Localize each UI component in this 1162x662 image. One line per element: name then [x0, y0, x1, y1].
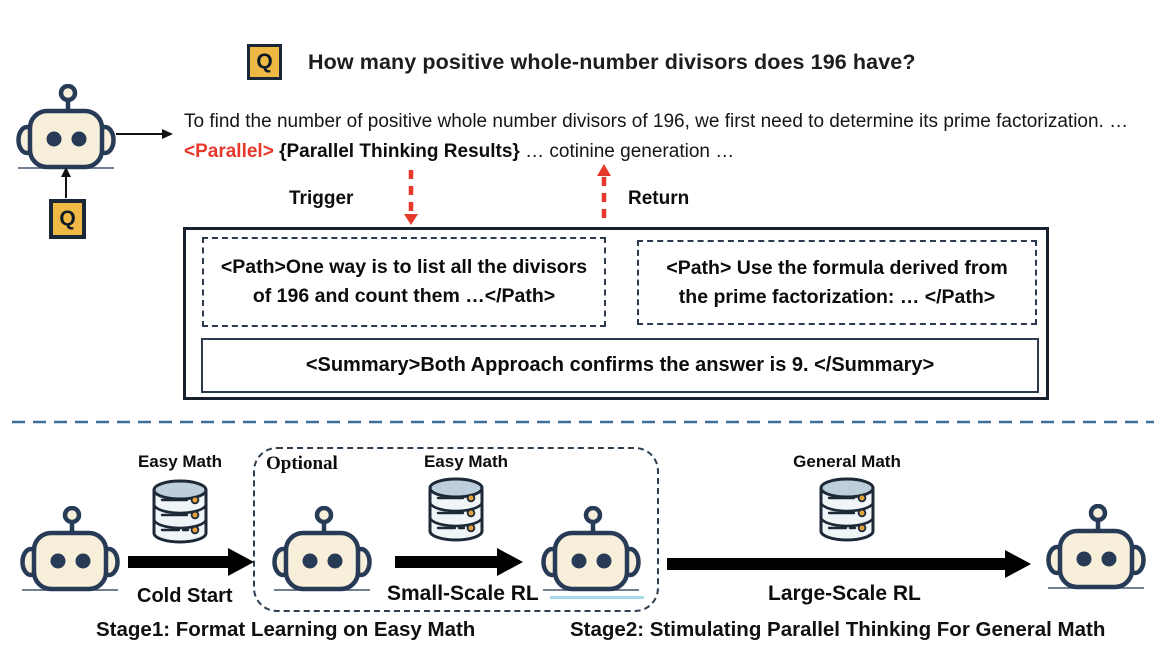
robot-highlight-line: [550, 596, 644, 599]
return-dashed-arrow-icon: [597, 164, 611, 225]
cold-start-label: Cold Start: [137, 585, 233, 607]
optional-label: Optional: [266, 453, 338, 474]
large-scale-arrow-icon: [667, 550, 1031, 578]
answer-before: To find the number of positive whole num…: [184, 111, 1129, 132]
path-right-box: <Path> Use the formula derived from the …: [637, 240, 1037, 325]
stage2-caption: Stage2: Stimulating Parallel Thinking Fo…: [570, 618, 1106, 641]
dataset-label-general-math: General Math: [793, 452, 901, 471]
stage1-caption: Stage1: Format Learning on Easy Math: [96, 618, 476, 641]
trigger-dashed-arrow-icon: [404, 170, 418, 225]
arrow-right-icon: [116, 129, 173, 139]
large-scale-rl-label: Large-Scale RL: [768, 582, 921, 605]
dataset-label-easy-math-1: Easy Math: [137, 452, 223, 471]
robot-icon: [16, 84, 116, 170]
path-right-text: <Path> Use the formula derived from the …: [666, 256, 1008, 308]
model-answer-text: To find the number of positive whole num…: [184, 107, 1156, 167]
input-question-badge-letter: Q: [59, 207, 76, 230]
small-scale-arrow-icon: [395, 548, 523, 576]
return-label: Return: [628, 188, 690, 209]
path-left-box: <Path>One way is to list all the divisor…: [202, 237, 606, 327]
input-question-badge: Q: [49, 199, 86, 239]
robot-cold-start-icon: [272, 506, 372, 592]
answer-after: … cotinine generation …: [519, 141, 735, 162]
robot-stage0-icon: [20, 506, 120, 592]
parallel-tag: <Parallel>: [184, 141, 274, 162]
parallel-results-placeholder: {Parallel Thinking Results}: [279, 141, 520, 162]
database-icon-easy-math-2: [428, 477, 484, 542]
trigger-label: Trigger: [289, 188, 354, 209]
section-divider: [12, 420, 1154, 424]
small-scale-rl-label: Small-Scale RL: [387, 582, 539, 605]
arrow-up-icon: [61, 167, 71, 198]
summary-box: <Summary>Both Approach confirms the answ…: [201, 338, 1039, 393]
question-badge-letter: Q: [256, 50, 273, 73]
question-title: How many positive whole-number divisors …: [308, 50, 916, 74]
summary-text: <Summary>Both Approach confirms the answ…: [305, 354, 935, 376]
cold-start-arrow-icon: [128, 548, 254, 576]
optional-box: [253, 447, 659, 612]
robot-final-icon: [1046, 504, 1146, 590]
database-icon-easy-math-1: [152, 479, 208, 544]
question-badge: Q: [247, 44, 282, 80]
robot-small-scale-icon: [540, 506, 642, 592]
dataset-label-easy-math-2: Easy Math: [423, 452, 509, 471]
database-icon-general-math: [819, 477, 875, 542]
path-left-text: <Path>One way is to list all the divisor…: [220, 256, 588, 307]
